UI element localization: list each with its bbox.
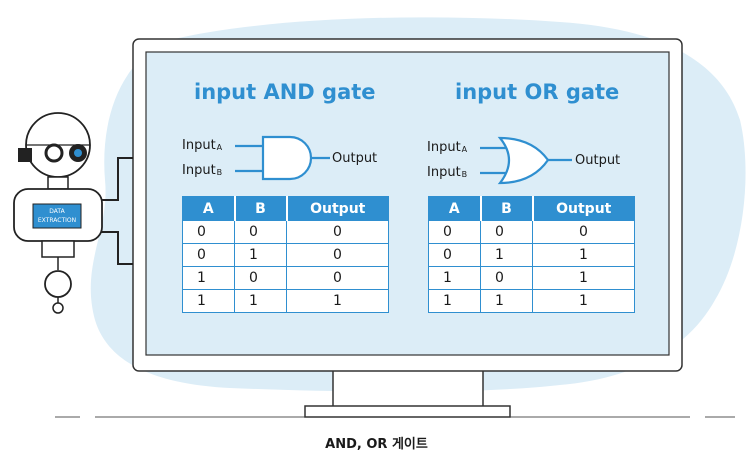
table-row: 0 1 1: [428, 243, 635, 267]
or-output-label: Output: [575, 153, 621, 168]
table-cell: 1: [532, 243, 635, 267]
and-input-a-sub: A: [216, 143, 223, 152]
table-row: 1 0 1: [428, 266, 635, 290]
table-cell: 0: [234, 266, 287, 290]
table-cell: 0: [182, 220, 235, 244]
table-cell: 0: [480, 220, 533, 244]
table-cell: 0: [428, 243, 481, 267]
table-cell: 0: [234, 220, 287, 244]
and-input-a-label: InputA: [182, 138, 222, 153]
robot-badge: [32, 203, 82, 229]
robot-foot: [52, 302, 64, 314]
table-cell: 1: [182, 266, 235, 290]
table-cell: 0: [428, 220, 481, 244]
and-input-b-text: Input: [182, 163, 216, 178]
or-header-a: A: [428, 196, 482, 221]
robot-badge-line1: DATA: [49, 208, 65, 215]
monitor-stand-base: [304, 405, 511, 418]
robot-wheel: [44, 270, 72, 298]
or-input-a-label: InputA: [427, 140, 467, 155]
table-cell: 1: [428, 266, 481, 290]
robot-connector-lines: [100, 157, 133, 265]
robot-badge-line2: EXTRACTION: [38, 217, 76, 224]
or-table-header-row: A B Output: [428, 196, 635, 221]
table-cell: 0: [532, 220, 635, 244]
or-header-output: Output: [532, 196, 635, 221]
table-cell: 0: [286, 266, 389, 290]
table-cell: 0: [286, 243, 389, 267]
monitor-stand-neck: [332, 369, 484, 409]
table-cell: 0: [286, 220, 389, 244]
robot-ear: [18, 148, 32, 162]
table-cell: 1: [532, 266, 635, 290]
table-cell: 1: [428, 289, 481, 313]
table-row: 1 0 0: [182, 266, 389, 290]
or-input-b-text: Input: [427, 165, 461, 180]
and-truth-table: A B Output 0 0 0 0 1 0 1 0 0 1 1 1: [182, 196, 389, 313]
and-input-b-sub: B: [216, 168, 223, 177]
table-cell: 0: [182, 243, 235, 267]
and-header-output: Output: [286, 196, 389, 221]
and-output-label: Output: [332, 151, 378, 166]
and-gate-icon: [235, 135, 330, 181]
table-cell: 1: [480, 289, 533, 313]
or-truth-table: A B Output 0 0 0 0 1 1 1 0 1 1 1 1: [428, 196, 635, 313]
table-row: 1 1 1: [428, 289, 635, 313]
and-input-b-label: InputB: [182, 163, 222, 178]
or-gate-icon: [480, 136, 572, 185]
table-row: 0 1 0: [182, 243, 389, 267]
or-input-a-sub: A: [461, 145, 468, 154]
robot-waist: [41, 240, 75, 258]
and-table-header-row: A B Output: [182, 196, 389, 221]
table-cell: 1: [234, 289, 287, 313]
and-input-a-text: Input: [182, 138, 216, 153]
table-cell: 1: [286, 289, 389, 313]
or-input-b-label: InputB: [427, 165, 467, 180]
figure-caption: AND, OR 게이트: [325, 437, 428, 452]
table-cell: 1: [480, 243, 533, 267]
table-cell: 1: [532, 289, 635, 313]
or-gate-title: input OR gate: [455, 80, 620, 104]
table-row: 0 0 0: [428, 220, 635, 244]
robot-illustration: DATA EXTRACTION: [13, 112, 133, 314]
robot-eye-left: [44, 143, 64, 163]
table-row: 0 0 0: [182, 220, 389, 244]
table-row: 1 1 1: [182, 289, 389, 313]
or-input-b-sub: B: [461, 170, 468, 179]
robot-neck: [47, 176, 69, 190]
table-cell: 1: [234, 243, 287, 267]
or-input-a-text: Input: [427, 140, 461, 155]
and-gate-title: input AND gate: [194, 80, 376, 104]
table-cell: 1: [182, 289, 235, 313]
and-header-a: A: [182, 196, 236, 221]
table-cell: 0: [480, 266, 533, 290]
or-header-b: B: [480, 196, 534, 221]
and-header-b: B: [234, 196, 288, 221]
